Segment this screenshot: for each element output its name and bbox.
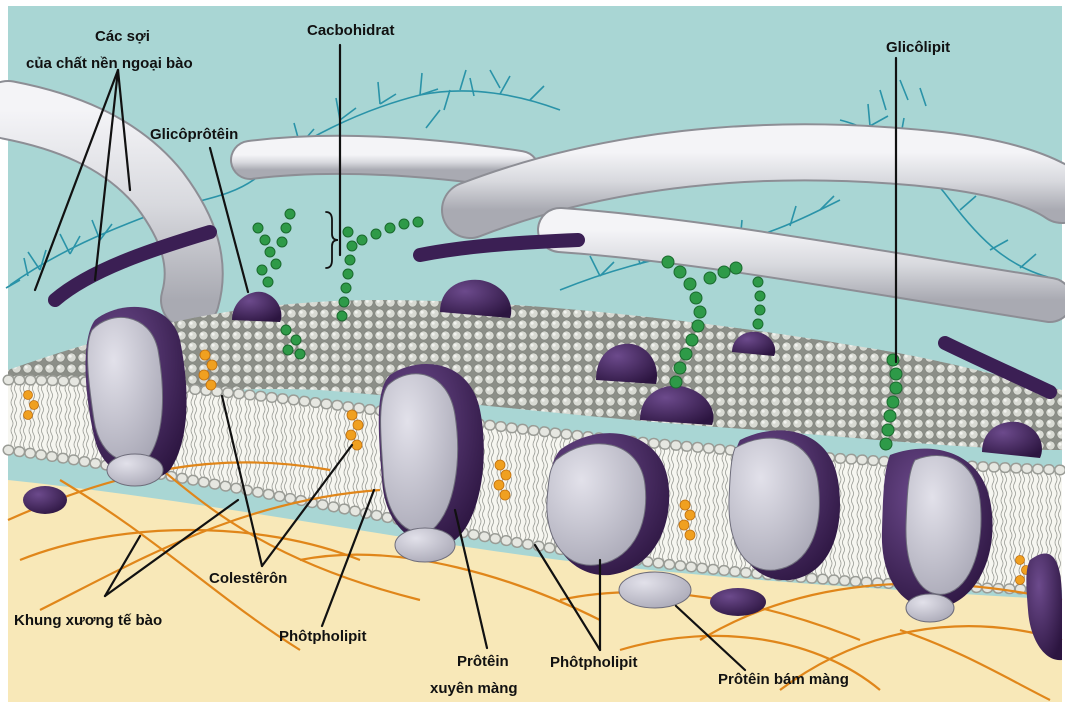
label-cytoskeleton: Khung xương tế bào [14, 612, 162, 629]
label-peripheral-protein: Prôtêin bám màng [718, 671, 849, 688]
label-extracellular-fibers-2: của chất nền ngoại bào [26, 55, 193, 72]
label-extracellular-fibers-1: Các sợi [95, 28, 150, 45]
label-transmembrane-protein-1: Prôtêin [457, 653, 509, 670]
label-phospholipid-left: Phôtpholipit [279, 628, 366, 645]
label-phospholipid-right: Phôtpholipit [550, 654, 637, 671]
label-glycoprotein: Glicôprôtêin [150, 126, 238, 143]
label-carbohydrate: Cacbohidrat [307, 22, 395, 39]
label-transmembrane-protein-2: xuyên màng [430, 680, 518, 697]
label-glycolipid: Glicôlipit [886, 39, 950, 56]
label-cholesterol: Colestêrôn [209, 570, 287, 587]
